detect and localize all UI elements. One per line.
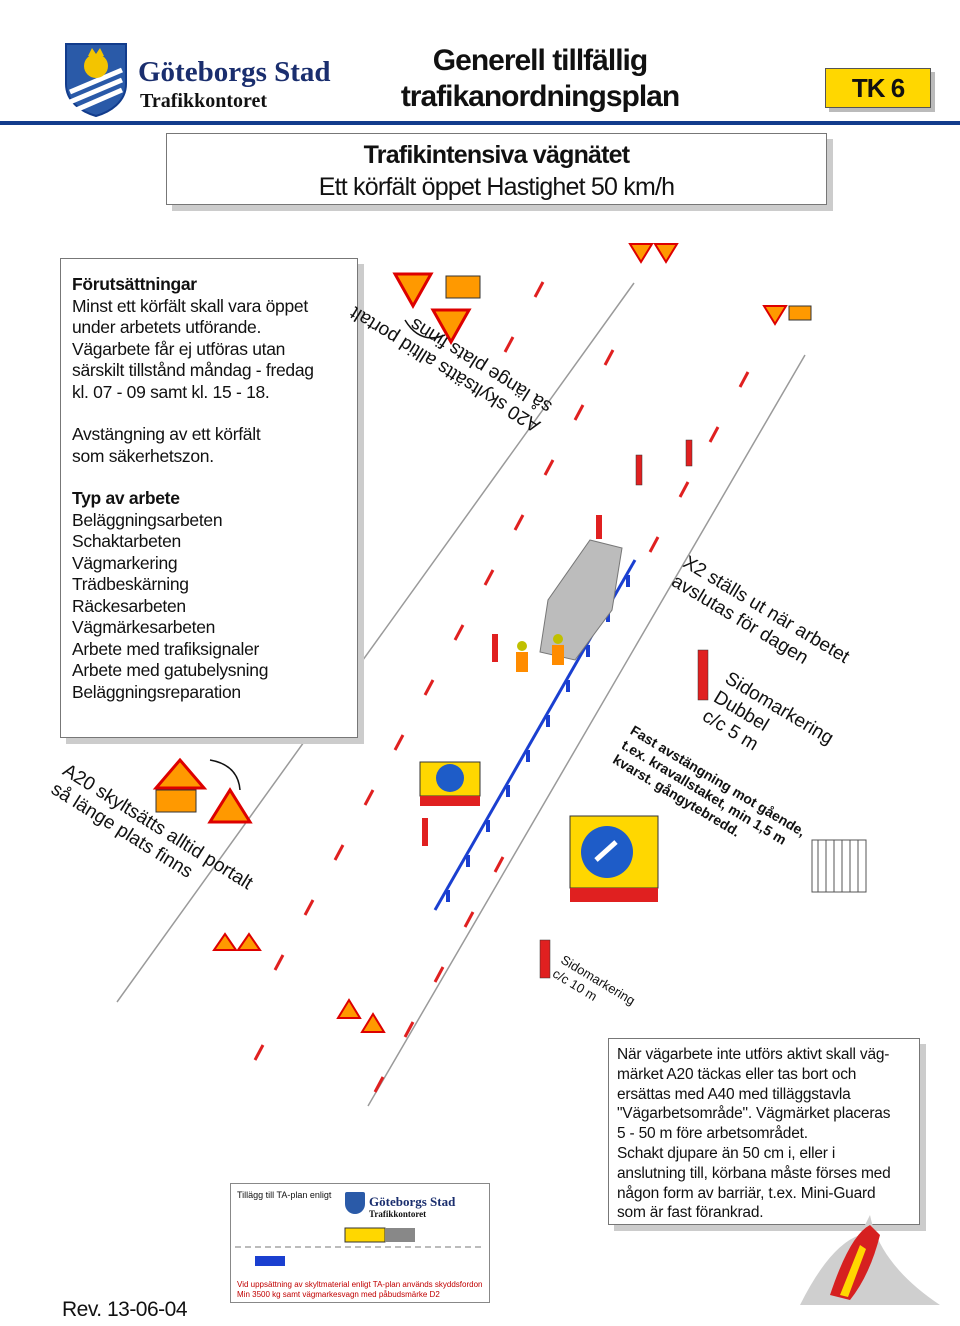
subtitle-box: Trafikintensiva vägnätet Ett körfält öpp… — [166, 133, 827, 205]
work-type-item: Arbete med gatubelysning — [72, 660, 269, 680]
rotate-arrow-bottom — [209, 759, 241, 791]
addon-heading: Tillägg till TA-plan enligt — [237, 1190, 332, 1200]
road-edge-left — [116, 282, 635, 1003]
barrier-board-small — [419, 761, 481, 806]
plan-title-line2: trafikanordningsplan — [400, 80, 680, 113]
condition-line: kl. 07 - 09 samt kl. 15 - 18. — [72, 381, 270, 402]
note-box: När vägarbete inte utförs aktivt skall v… — [608, 1038, 920, 1225]
addon-box: Tillägg till TA-plan enligt Göteborgs St… — [230, 1183, 490, 1303]
note-line: "Vägarbetsområde". Vägmärket placeras — [617, 1105, 891, 1123]
addon-logo-icon — [345, 1192, 365, 1214]
addon-footer-line2: Min 3500 kg samt vägmarkesvagn med påbud… — [237, 1290, 440, 1299]
worker-figures — [516, 634, 564, 672]
org-subname: Trafikkontoret — [140, 90, 268, 112]
note-line: När vägarbete inte utförs aktivt skall v… — [617, 1046, 890, 1063]
conditions-box: Förutsättningar Minst ett körfält skall … — [60, 258, 358, 738]
closure-line: som säkerhetszon. — [72, 445, 214, 466]
work-type-item: Vägmarkering — [72, 552, 178, 573]
note-line: ersättas med A40 med tilläggstavla — [617, 1085, 851, 1103]
rotate-arrow-top — [404, 319, 446, 339]
addon-road-sketch — [235, 1227, 485, 1266]
side-markers — [422, 439, 709, 979]
work-type-item: Arbete med trafiksignaler — [72, 638, 260, 659]
lane-markings — [253, 281, 750, 1093]
condition-line: Vägarbete får ej utföras utan — [72, 338, 286, 359]
addon-org-sub: Trafikkontoret — [369, 1209, 427, 1219]
note-line: 5 - 50 m före arbetsområdet. — [617, 1125, 808, 1143]
crowd-barrier — [811, 839, 867, 893]
subtitle-line2: Ett körfält öppet Hastighet 50 km/h — [318, 173, 675, 201]
mini-guard-illustration — [800, 1215, 940, 1305]
work-type-item: Beläggningsarbeten — [72, 509, 223, 530]
plan-code-badge: TK 6 — [825, 68, 931, 108]
city-logo-shield — [62, 40, 130, 118]
conditions-heading: Förutsättningar — [72, 274, 197, 294]
note-line: märket A20 täckas eller tas bort och — [617, 1065, 857, 1083]
condition-line: särskilt tillstånd måndag - fredag — [72, 360, 314, 380]
work-type-item: Trädbeskärning — [72, 574, 189, 594]
work-types-heading: Typ av arbete — [72, 488, 180, 508]
addon-org-name: Göteborgs Stad — [369, 1194, 456, 1209]
condition-line: Minst ett körfält skall vara öppet — [72, 295, 308, 316]
header-divider — [0, 121, 960, 125]
work-type-item: Vägmärkesarbeten — [72, 617, 216, 637]
note-line: någon form av barriär, t.ex. Mini-Guard — [617, 1184, 876, 1202]
revision-label: Rev. 13-06-04 — [62, 1298, 188, 1321]
work-type-item: Beläggningsreparation — [72, 681, 241, 702]
addon-footer-line1: Vid uppsättning av skyltmaterial enligt … — [237, 1280, 483, 1289]
work-zone — [539, 539, 623, 661]
warning-signs — [152, 243, 812, 1033]
note-line: anslutning till, körbana måste förses me… — [617, 1164, 891, 1182]
org-name: Göteborgs Stad — [138, 56, 331, 88]
condition-line: under arbetets utförande. — [72, 317, 262, 337]
plan-title-line1: Generell tillfällig — [432, 44, 648, 77]
note-line: som är fast förankrad. — [617, 1204, 764, 1222]
barrier-board-large — [569, 815, 659, 902]
road-edge-right — [367, 354, 806, 1107]
subtitle-line1: Trafikintensiva vägnätet — [363, 141, 630, 169]
work-type-item: Räckesarbeten — [72, 595, 186, 616]
note-line: Schakt djupare än 50 cm i, eller i — [617, 1144, 836, 1162]
work-type-item: Schaktarbeten — [72, 531, 181, 551]
closure-line: Avstängning av ett körfält — [72, 424, 261, 444]
